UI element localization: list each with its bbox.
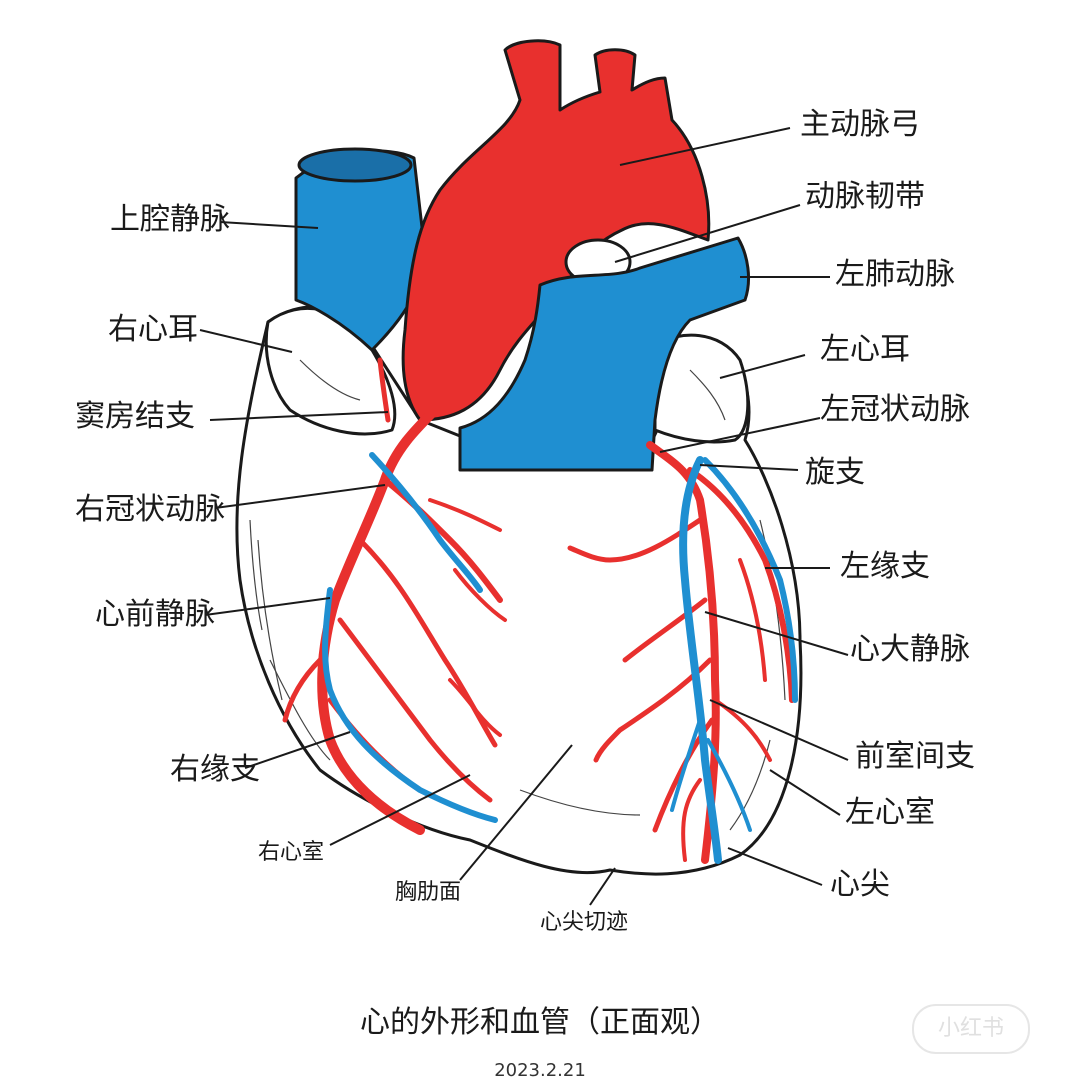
pulmonary-trunk-shape	[458, 236, 751, 472]
leader-lines	[199, 127, 849, 906]
label-anterior-interventricular-branch: 前室间支	[855, 739, 975, 774]
label-right-coronary-artery: 右冠状动脉	[75, 492, 225, 527]
label-left-auricle: 左心耳	[820, 332, 910, 367]
label-circumflex-branch: 旋支	[805, 455, 865, 490]
label-apical-notch: 心尖切迹	[540, 910, 629, 935]
label-aortic-arch: 主动脉弓	[800, 107, 920, 142]
label-right-marginal-branch: 右缘支	[170, 752, 260, 787]
label-anterior-cardiac-vein: 心前静脉	[95, 597, 215, 632]
label-left-coronary-artery: 左冠状动脉	[820, 392, 970, 427]
left-auricle-shape	[653, 333, 750, 444]
label-left-ventricle: 左心室	[845, 795, 935, 830]
label-apex: 心尖	[830, 867, 890, 902]
label-great-cardiac-vein: 心大静脉	[850, 632, 970, 667]
label-left-pulmonary-artery: 左肺动脉	[835, 257, 955, 292]
label-sternocostal-surface: 胸肋面	[395, 880, 462, 905]
label-right-auricle: 右心耳	[108, 312, 198, 347]
label-sinoatrial-node-branch: 窦房结支	[75, 399, 195, 434]
superior-vena-cava-opening	[297, 147, 413, 183]
diagram-title: 心的外形和血管（正面观）	[360, 1005, 720, 1040]
diagram-date: 2023.2.21	[494, 1060, 586, 1081]
cardiac-veins	[322, 452, 798, 864]
label-left-marginal-branch: 左缘支	[840, 549, 930, 584]
label-ligamentum-arteriosum: 动脉韧带	[805, 179, 925, 214]
coronary-arteries	[282, 357, 795, 864]
label-superior-vena-cava: 上腔静脉	[110, 202, 230, 237]
watermark: 小红书	[912, 1004, 1030, 1054]
label-right-ventricle: 右心室	[258, 840, 325, 865]
